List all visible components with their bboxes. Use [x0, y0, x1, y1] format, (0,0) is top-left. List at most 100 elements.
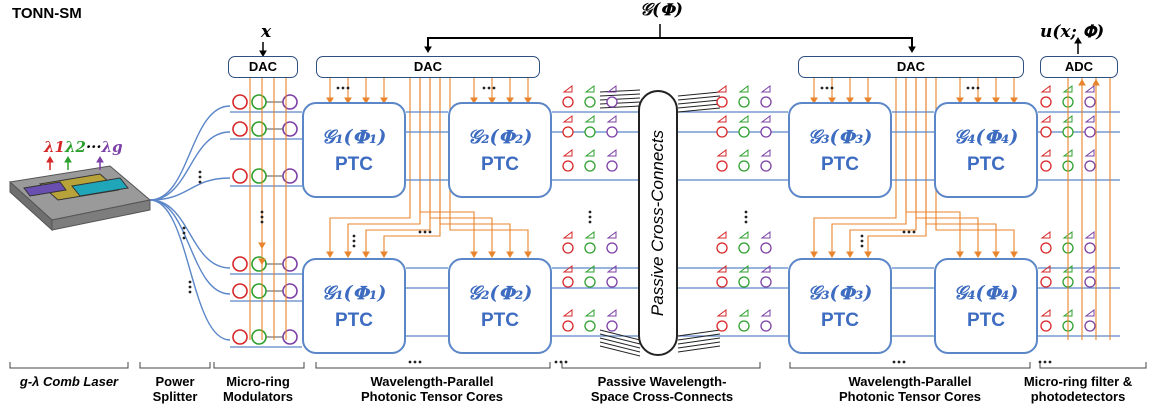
- ellipsis-dots: [588, 220, 592, 224]
- ellipsis-dots: [892, 360, 896, 364]
- micro-ring-filter: [1040, 276, 1052, 288]
- photodetector-icon: [738, 149, 749, 157]
- ellipsis-dots: [860, 244, 864, 248]
- ptc-core-4-top: 𝒢₄(𝚽₄) PTC: [934, 102, 1038, 198]
- core-control-arrow-lower: [380, 251, 388, 258]
- cross-connect-fiber: [599, 337, 641, 349]
- ellipsis-dots: [188, 290, 192, 294]
- bracket-arrow-left: [424, 46, 432, 53]
- micro-ring-filter: [606, 320, 618, 332]
- photodetector-icon: [562, 115, 573, 123]
- photodetector-icon: [760, 309, 771, 317]
- photodetector-icon: [716, 85, 727, 93]
- photodetector-icon: [1040, 265, 1051, 273]
- core-control-arrow-lower: [956, 251, 964, 258]
- ptc-core-2-bottom: 𝒢₂(𝚽₂) PTC: [448, 258, 552, 354]
- micro-ring-filter: [716, 160, 728, 172]
- photodetector-icon: [562, 265, 573, 273]
- core-control-arrow: [344, 97, 352, 104]
- photodetector-icon: [1084, 149, 1095, 157]
- ellipsis-dots: [182, 226, 186, 230]
- micro-ring-filter: [1084, 126, 1096, 138]
- ellipsis-dots: [336, 86, 340, 90]
- output-symbol: 𝒖(𝒙; 𝚽): [1040, 22, 1105, 42]
- function-bracket: [427, 37, 913, 48]
- micro-ring-filter: [738, 320, 750, 332]
- micro-ring-filter: [1084, 242, 1096, 254]
- micro-ring-filter: [1084, 96, 1096, 108]
- input-symbol: 𝒙: [261, 22, 272, 42]
- core-control-arrow-lower: [326, 251, 334, 258]
- micro-ring-filter: [760, 276, 772, 288]
- cross-connect-fiber: [599, 93, 641, 97]
- micro-ring-filter: [760, 242, 772, 254]
- cross-connect-fiber: [677, 345, 721, 353]
- ellipsis-dots: [487, 86, 491, 90]
- micro-ring-modulator: [251, 121, 267, 137]
- core-control-wire-lower: [813, 78, 897, 254]
- passive-cross-connect: Passive Cross-Connects: [638, 90, 678, 356]
- adc-wire-arrow: [1092, 79, 1100, 86]
- micro-ring-filter: [562, 242, 574, 254]
- ptc-core-3-top: 𝒢₃(𝚽₃) PTC: [788, 102, 892, 198]
- micro-ring-filter: [606, 96, 618, 108]
- ptc-label: PTC: [481, 154, 519, 175]
- ellipsis-dots: [260, 220, 264, 224]
- photodetector-icon: [562, 149, 573, 157]
- adc-output: ADC: [1040, 56, 1118, 78]
- photodetector-icon: [1040, 231, 1051, 239]
- micro-ring-filter: [1040, 242, 1052, 254]
- cross-connect-fiber: [599, 105, 641, 109]
- micro-ring-filter: [562, 126, 574, 138]
- micro-ring-modulator: [282, 329, 298, 345]
- ellipsis-dots: [418, 230, 422, 234]
- ellipsis-dots: [744, 220, 748, 224]
- photodetector-icon: [738, 115, 749, 123]
- micro-ring-filter: [562, 96, 574, 108]
- micro-ring-filter: [584, 320, 596, 332]
- photodetector-icon: [584, 85, 595, 93]
- cross-connect-fiber: [677, 337, 721, 345]
- dac-wire-arrow: [258, 242, 266, 249]
- core-function-label: 𝒢₁(𝚽₁): [321, 126, 387, 148]
- ellipsis-dots: [976, 86, 980, 90]
- core-control-arrow-lower: [344, 251, 352, 258]
- cross-connect-fiber: [677, 95, 721, 101]
- ellipsis-dots: [1048, 360, 1052, 364]
- ellipsis-dots: [418, 360, 422, 364]
- ellipsis-dots: [182, 231, 186, 235]
- wavelength-labels: λ1λ2···λg: [44, 138, 123, 157]
- micro-ring-filter: [1040, 160, 1052, 172]
- cross-connect-fiber: [677, 107, 721, 113]
- photodetector-icon: [716, 309, 727, 317]
- ellipsis-dots: [352, 244, 356, 248]
- photodetector-icon: [738, 85, 749, 93]
- photodetector-icon: [1084, 231, 1095, 239]
- ellipsis-dots: [860, 234, 864, 238]
- dac-left-cores: DAC: [316, 56, 540, 78]
- ellipsis-dots: [902, 230, 906, 234]
- core-function-label: 𝒢₄(𝚽₄): [953, 126, 1019, 148]
- section-label-filters: Micro-ring filter &photodetectors: [1023, 374, 1133, 404]
- photodetector-icon: [760, 149, 771, 157]
- ptc-label: PTC: [967, 310, 1005, 331]
- ellipsis-dots: [1043, 360, 1047, 364]
- splitter-waveguide: [149, 131, 231, 201]
- ptc-label: PTC: [821, 154, 859, 175]
- ptc-label: PTC: [335, 310, 373, 331]
- ellipsis-dots: [352, 239, 356, 243]
- photodetector-icon: [562, 309, 573, 317]
- micro-ring-filter: [716, 126, 728, 138]
- micro-ring-filter: [738, 276, 750, 288]
- micro-ring-filter: [562, 276, 574, 288]
- laser-chip-waveguide: [71, 177, 129, 197]
- photodetector-icon: [1084, 85, 1095, 93]
- photodetector-icon: [716, 149, 727, 157]
- micro-ring-filter: [716, 320, 728, 332]
- core-control-arrow: [326, 97, 334, 104]
